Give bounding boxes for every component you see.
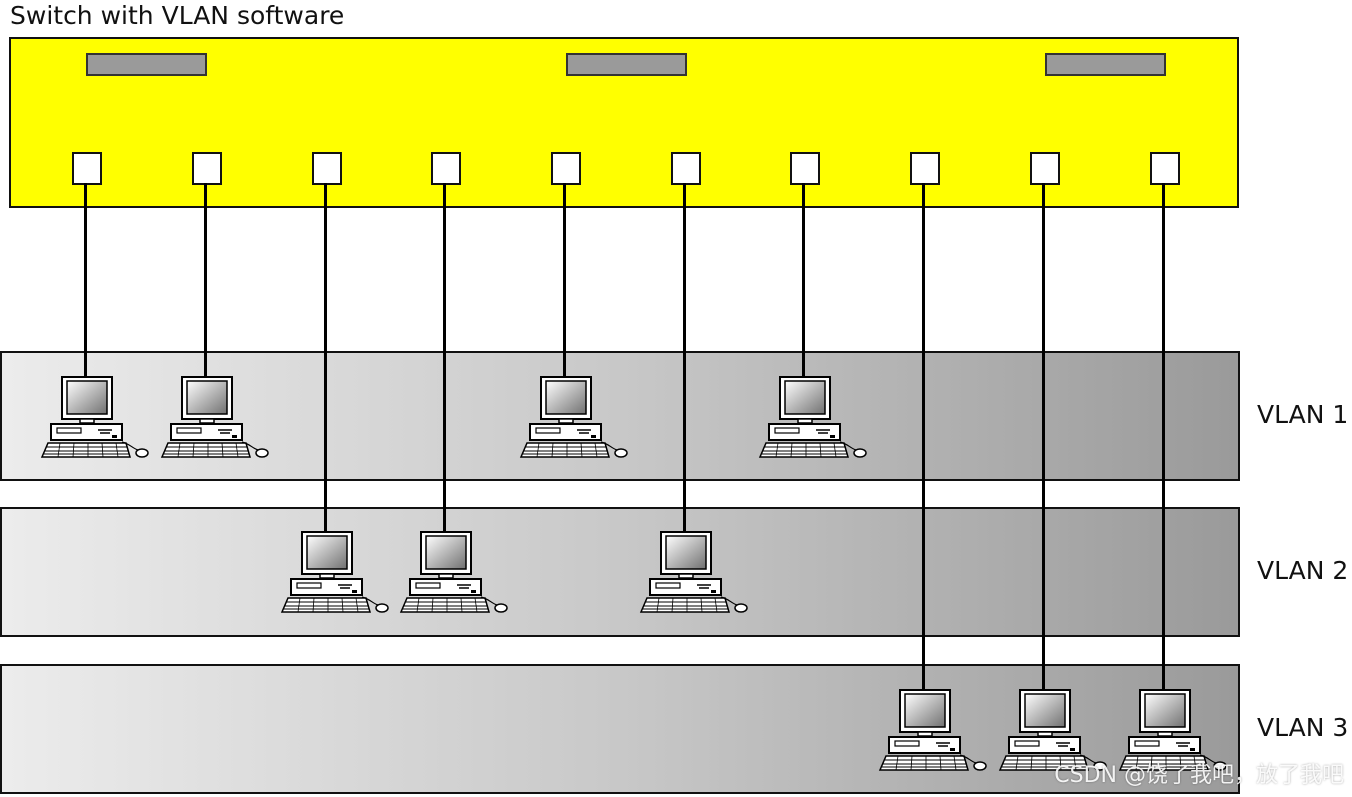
switch-port-7 (790, 152, 820, 185)
wire-port-1 (84, 183, 87, 378)
wire-port-4 (443, 183, 446, 533)
vlan-1-computer-1 (40, 376, 150, 461)
vlan-2-band (0, 507, 1240, 637)
wire-port-6 (683, 183, 686, 533)
vlan-2-computer-3 (639, 531, 749, 616)
wire-port-3 (324, 183, 327, 533)
switch-port-6 (671, 152, 701, 185)
vlan-2-computer-2 (399, 531, 509, 616)
switch-port-9 (1030, 152, 1060, 185)
switch-port-5 (551, 152, 581, 185)
wire-port-9 (1042, 183, 1045, 691)
vlan-1-computer-3 (519, 376, 629, 461)
vlan-3-computer-1 (878, 689, 988, 774)
wire-port-10 (1162, 183, 1165, 691)
wire-port-5 (563, 183, 566, 378)
switch-port-2 (192, 152, 222, 185)
vlan-1-computer-4 (758, 376, 868, 461)
switch-slot-2 (566, 53, 687, 76)
vlan-switch (9, 37, 1239, 208)
vlan-3-label: VLAN 3 (1257, 713, 1349, 742)
wire-port-2 (204, 183, 207, 378)
switch-slot-1 (86, 53, 207, 76)
vlan-1-computer-2 (160, 376, 270, 461)
vlan-1-label: VLAN 1 (1257, 400, 1349, 429)
switch-slot-3 (1045, 53, 1166, 76)
wire-port-8 (922, 183, 925, 691)
switch-port-4 (431, 152, 461, 185)
switch-port-8 (910, 152, 940, 185)
switch-port-1 (72, 152, 102, 185)
switch-port-3 (312, 152, 342, 185)
diagram-title: Switch with VLAN software (10, 1, 345, 30)
vlan-2-computer-1 (280, 531, 390, 616)
switch-port-10 (1150, 152, 1180, 185)
watermark: CSDN @饶了我吧，放了我吧 (1054, 763, 1344, 788)
vlan-2-label: VLAN 2 (1257, 556, 1349, 585)
wire-port-7 (802, 183, 805, 378)
